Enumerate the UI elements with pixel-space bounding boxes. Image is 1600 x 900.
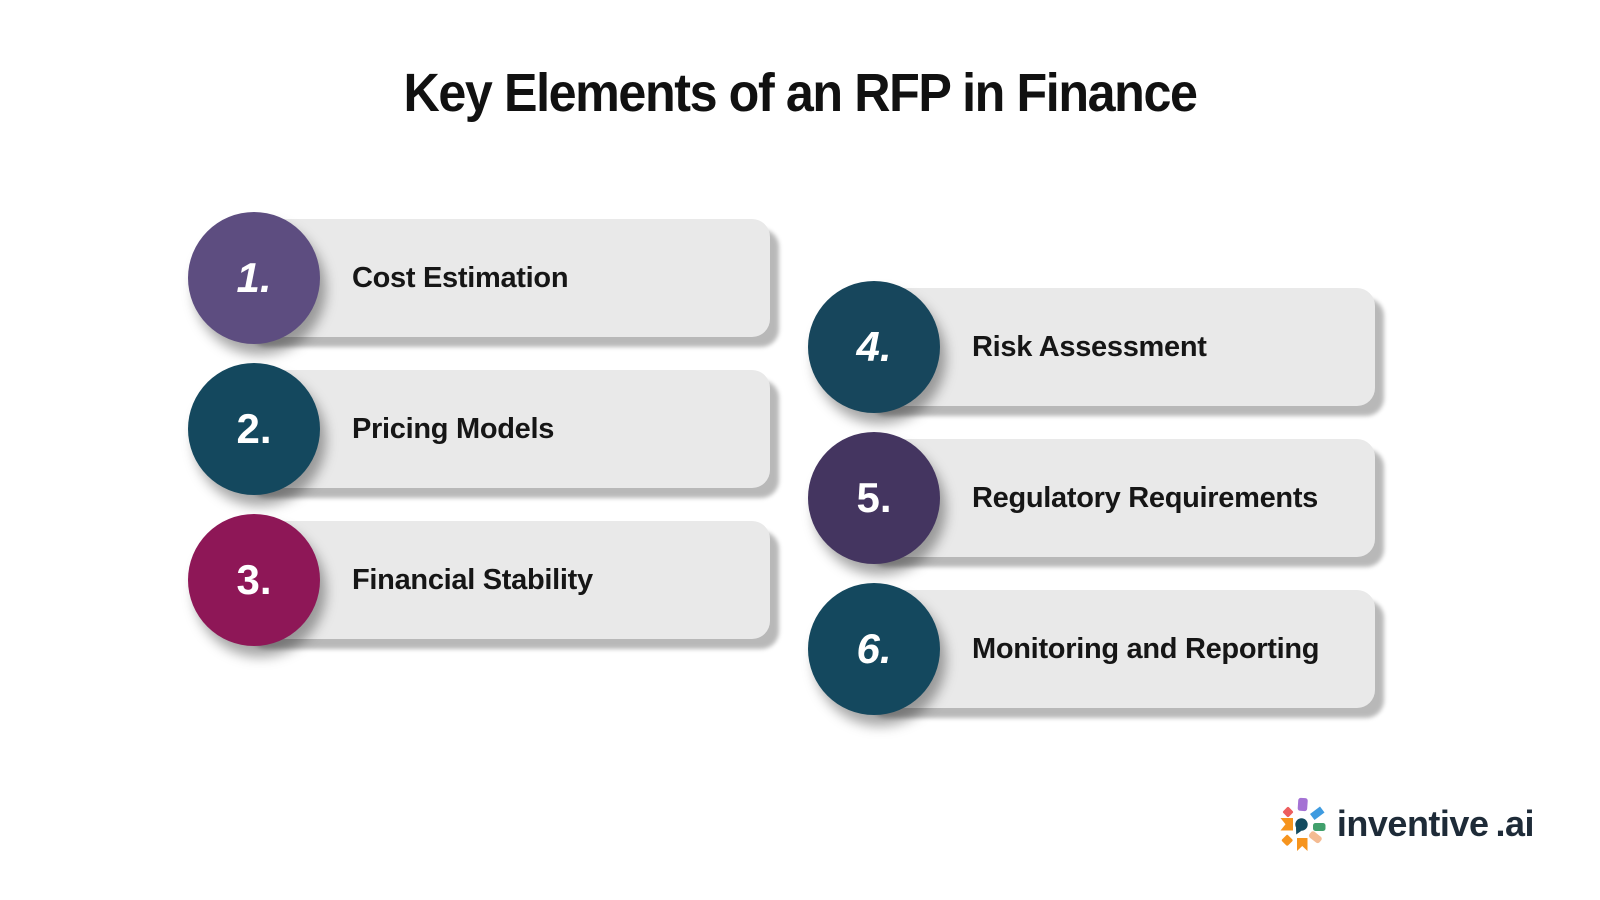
item-number-badge: 3. xyxy=(188,514,320,646)
page-title: Key Elements of an RFP in Finance xyxy=(403,63,1197,123)
logo-text: inventive.ai xyxy=(1336,803,1535,845)
inventive-logo-icon xyxy=(1280,797,1326,851)
logo-name: inventive xyxy=(1336,803,1489,844)
item-number: 5. xyxy=(856,474,892,521)
item-number: 1. xyxy=(236,254,272,301)
item-number-badge: 1. xyxy=(188,212,320,344)
item-bar: Financial Stability xyxy=(240,521,770,639)
item-label: Risk Assessment xyxy=(972,330,1207,363)
logo-shape-purple-rect xyxy=(1297,797,1308,812)
item-number-badge: 2. xyxy=(188,363,320,495)
item-number-badge: 6. xyxy=(808,583,940,715)
rfp-element-6: Monitoring and Reporting 6. xyxy=(808,583,1498,733)
item-bar: Pricing Models xyxy=(240,370,770,488)
inventive-ai-logo: inventive.ai xyxy=(1276,796,1534,852)
item-label: Cost Estimation xyxy=(352,261,569,294)
item-label: Financial Stability xyxy=(352,563,593,596)
item-label: Monitoring and Reporting xyxy=(972,632,1320,665)
item-bar: Monitoring and Reporting xyxy=(860,590,1375,708)
logo-shape-orange-bookmark xyxy=(1296,838,1308,851)
logo-shape-blue-arrow xyxy=(1309,806,1325,820)
item-number: 4. xyxy=(856,323,892,370)
item-number-badge: 4. xyxy=(808,281,940,413)
logo-shape-orange-ribbon xyxy=(1280,818,1293,831)
logo-shape-teal-drop xyxy=(1295,818,1308,831)
rfp-element-1: Cost Estimation 1. xyxy=(188,212,878,362)
rfp-element-4: Risk Assessment 4. xyxy=(808,281,1498,431)
rfp-element-3: Financial Stability 3. xyxy=(188,514,878,664)
logo-shape-red-diamond xyxy=(1282,806,1293,818)
item-bar: Cost Estimation xyxy=(240,219,770,337)
item-number: 6. xyxy=(856,625,892,672)
logo-shape-green-rect xyxy=(1312,823,1326,831)
item-bar: Regulatory Requirements xyxy=(860,439,1375,557)
rfp-element-2: Pricing Models 2. xyxy=(188,363,878,513)
item-number: 3. xyxy=(236,556,272,603)
logo-shape-peach-rect xyxy=(1308,831,1322,844)
item-label: Regulatory Requirements xyxy=(972,481,1319,514)
rfp-element-5: Regulatory Requirements 5. xyxy=(808,432,1498,582)
item-number-badge: 5. xyxy=(808,432,940,564)
item-bar: Risk Assessment xyxy=(860,288,1375,406)
logo-shape-orange-diamond xyxy=(1281,834,1293,846)
item-number: 2. xyxy=(236,405,272,452)
logo-shape-teal-tail xyxy=(1295,827,1302,835)
item-label: Pricing Models xyxy=(352,412,555,445)
logo-suffix: .ai xyxy=(1495,803,1534,844)
